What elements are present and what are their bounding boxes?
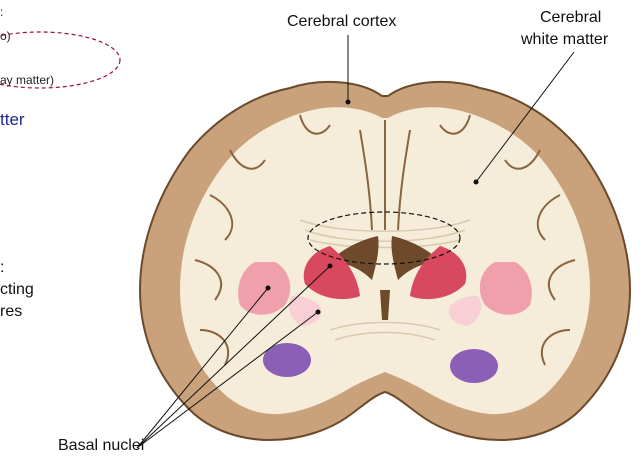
highlight-dashed-ellipse bbox=[0, 32, 120, 88]
putamen-left bbox=[238, 262, 290, 315]
dot-cortex bbox=[346, 100, 351, 105]
dot-white-matter bbox=[474, 180, 479, 185]
dot-basal-2 bbox=[328, 264, 333, 269]
dot-basal-1 bbox=[266, 286, 271, 291]
dot-basal-3 bbox=[316, 310, 321, 315]
hippocampus-right bbox=[450, 349, 498, 383]
putamen-right bbox=[480, 262, 532, 315]
